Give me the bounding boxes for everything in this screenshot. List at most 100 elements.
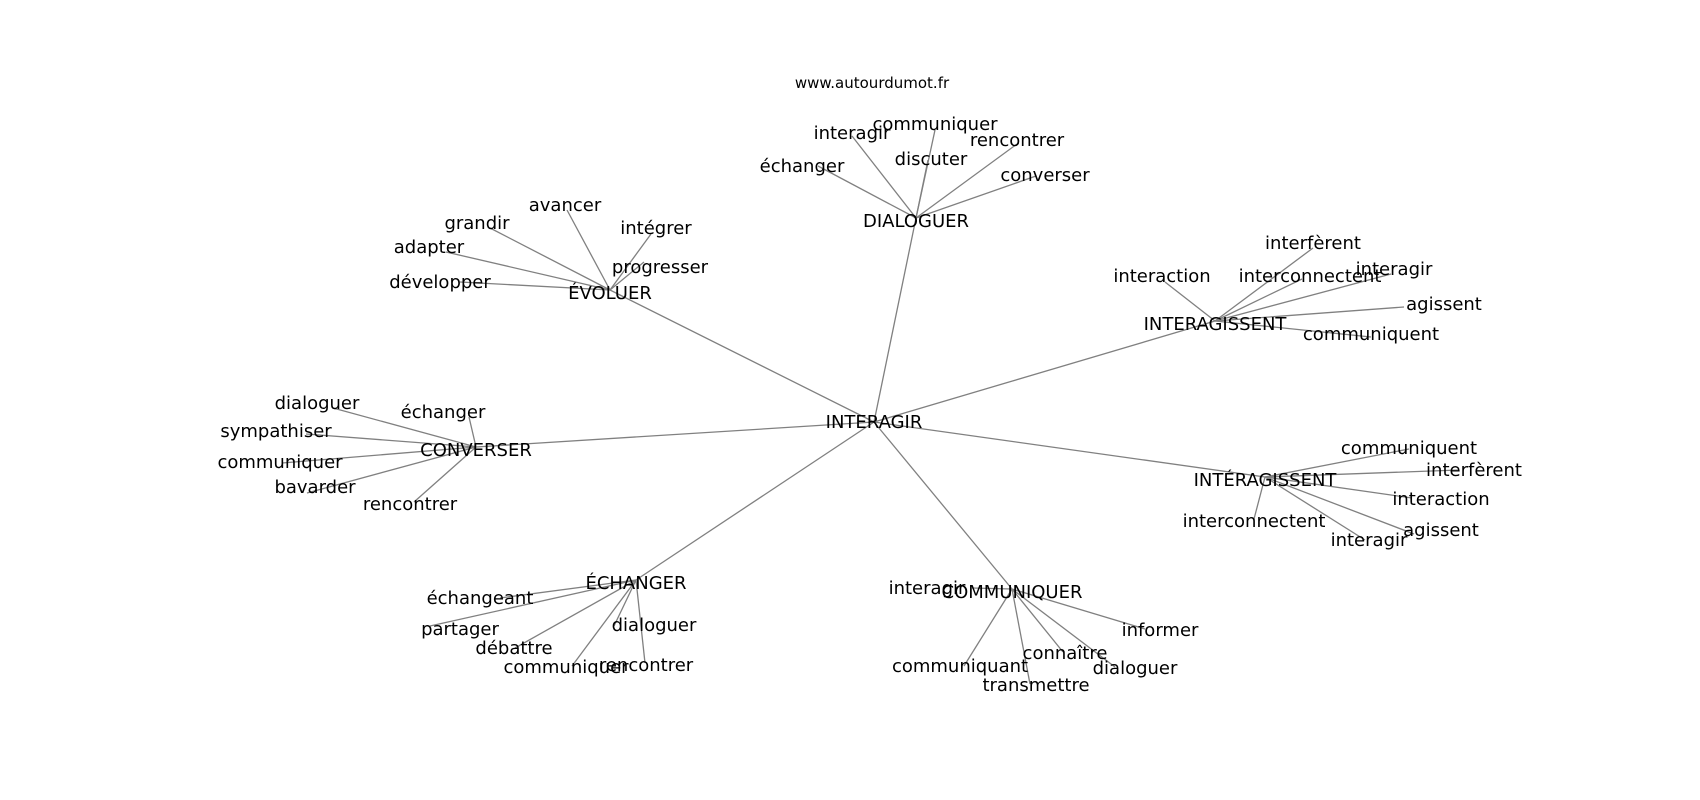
edge-root-interagissent xyxy=(873,320,1216,423)
edge-communiquer-2 xyxy=(1011,588,1064,653)
leaf-word-dialoguer-4: échanger xyxy=(760,156,845,177)
leaf-word-evoluer-2: intégrer xyxy=(620,218,692,239)
edge-root-echanger xyxy=(635,421,875,581)
edge-evoluer-5 xyxy=(459,281,611,291)
edge-converser-1 xyxy=(468,416,477,448)
leaf-word-communiquer-5: transmettre xyxy=(982,675,1089,696)
edge-dialoguer-1 xyxy=(851,135,917,219)
edge-interagissent-accent-2 xyxy=(1264,476,1413,499)
leaf-word-dialoguer-5: converser xyxy=(1000,165,1090,186)
root-word: INTERAGIR xyxy=(826,412,923,433)
leaf-word-echanger-4: communiquer xyxy=(503,657,629,678)
edge-interagissent-4 xyxy=(1214,306,1405,322)
edge-converser-0 xyxy=(332,407,477,448)
graph-edges xyxy=(281,129,1460,685)
leaf-word-echanger-3: débattre xyxy=(475,638,552,659)
edge-interagissent-accent-4 xyxy=(1264,476,1415,535)
hub-word-interagissent: INTERAGISSENT xyxy=(1144,314,1288,335)
leaf-word-converser-0: dialoguer xyxy=(275,393,360,414)
edge-root-communiquer xyxy=(873,421,1013,590)
leaf-word-communiquer-2: connaître xyxy=(1023,643,1108,664)
leaf-word-dialoguer-3: discuter xyxy=(895,149,968,170)
leaf-word-interagissent-2: interagir xyxy=(1356,259,1433,280)
edge-echanger-1 xyxy=(429,579,637,627)
leaf-word-evoluer-4: progresser xyxy=(612,257,709,278)
edge-converser-3 xyxy=(281,446,477,464)
leaf-word-communiquer-0: interagir xyxy=(889,578,966,599)
hub-word-interagissent-accent: INTÉRAGISSENT xyxy=(1194,469,1338,491)
hub-word-communiquer: COMMUNIQUER xyxy=(942,582,1083,603)
leaf-word-converser-2: sympathiser xyxy=(220,421,332,442)
edge-interagissent-accent-1 xyxy=(1264,469,1460,478)
leaf-word-interagissent-accent-1: interfèrent xyxy=(1426,460,1522,481)
edge-root-interagissent-accent xyxy=(873,421,1266,478)
edge-interagissent-2 xyxy=(1214,273,1392,322)
edge-dialoguer-5 xyxy=(915,175,1037,219)
edge-root-converser xyxy=(475,421,875,448)
leaf-word-interagissent-4: agissent xyxy=(1406,294,1482,315)
leaf-word-echanger-1: partager xyxy=(421,619,499,640)
leaf-word-echanger-0: échangeant xyxy=(427,588,534,609)
leaf-word-interagissent-accent-0: communiquent xyxy=(1341,438,1477,459)
edge-converser-4 xyxy=(306,446,477,494)
edge-communiquer-1 xyxy=(1011,588,1146,630)
edge-converser-5 xyxy=(413,446,477,503)
leaf-word-interagissent-3: interconnectent xyxy=(1239,266,1382,287)
leaf-word-dialoguer-0: communiquer xyxy=(872,114,998,135)
leaf-word-communiquer-1: informer xyxy=(1122,620,1199,641)
edge-communiquer-3 xyxy=(963,588,1013,667)
leaf-word-dialoguer-1: interagir xyxy=(814,123,891,144)
leaf-word-communiquer-3: communiquant xyxy=(892,656,1028,677)
leaf-word-converser-1: échanger xyxy=(401,402,486,423)
leaf-word-communiquer-4: dialoguer xyxy=(1093,658,1178,679)
leaf-word-interagissent-5: communiquent xyxy=(1303,324,1439,345)
edge-interagissent-accent-3 xyxy=(1253,476,1266,520)
source-url: www.autourdumot.fr xyxy=(795,74,950,92)
edge-dialoguer-2 xyxy=(915,143,1018,219)
edge-communiquer-4 xyxy=(1011,588,1116,668)
edge-echanger-0 xyxy=(499,579,637,599)
leaf-word-interagissent-accent-2: interaction xyxy=(1392,489,1489,510)
leaf-word-interagissent-1: interaction xyxy=(1113,266,1210,287)
edge-echanger-4 xyxy=(571,579,637,667)
edge-evoluer-1 xyxy=(489,227,611,291)
edge-communiquer-5 xyxy=(1011,588,1031,685)
edge-dialoguer-4 xyxy=(817,165,917,219)
leaf-word-evoluer-5: développer xyxy=(389,272,491,293)
edge-interagissent-accent-0 xyxy=(1264,448,1410,478)
edge-evoluer-3 xyxy=(445,251,611,291)
edge-echanger-3 xyxy=(514,579,637,649)
leaf-word-evoluer-1: grandir xyxy=(444,213,510,234)
edge-echanger-2 xyxy=(613,579,637,627)
leaf-word-dialoguer-2: rencontrer xyxy=(970,130,1065,151)
edge-root-dialoguer xyxy=(873,217,917,423)
edge-interagissent-3 xyxy=(1214,278,1303,322)
leaf-word-interagissent-accent-4: agissent xyxy=(1403,520,1479,541)
edge-converser-2 xyxy=(305,433,477,448)
edge-evoluer-2 xyxy=(609,233,652,291)
hub-word-converser: CONVERSER xyxy=(420,440,532,461)
edge-root-evoluer xyxy=(609,289,875,423)
edge-interagissent-accent-5 xyxy=(1264,476,1366,541)
edge-interagissent-5 xyxy=(1214,320,1372,338)
edge-evoluer-0 xyxy=(566,209,611,291)
leaf-word-interagissent-accent-5: interagir xyxy=(1331,530,1408,551)
leaf-word-echanger-2: dialoguer xyxy=(612,615,697,636)
leaf-word-echanger-5: rencontrer xyxy=(599,655,694,676)
leaf-word-evoluer-0: avancer xyxy=(529,195,602,216)
edge-communiquer-0 xyxy=(971,587,1013,590)
leaf-word-converser-3: communiquer xyxy=(217,452,343,473)
edge-echanger-5 xyxy=(635,579,646,664)
hub-word-dialoguer: DIALOGUER xyxy=(863,211,969,232)
hub-word-evoluer: ÉVOLUER xyxy=(568,282,652,304)
leaf-word-evoluer-3: adapter xyxy=(394,237,465,258)
leaf-word-interagissent-accent-3: interconnectent xyxy=(1183,511,1326,532)
leaf-word-interagissent-0: interfèrent xyxy=(1265,233,1361,254)
leaf-word-converser-4: bavarder xyxy=(274,477,356,498)
edge-dialoguer-3 xyxy=(915,159,929,219)
hub-word-echanger: ÉCHANGER xyxy=(585,572,686,594)
edge-interagissent-0 xyxy=(1214,247,1314,322)
edge-evoluer-4 xyxy=(609,261,645,291)
